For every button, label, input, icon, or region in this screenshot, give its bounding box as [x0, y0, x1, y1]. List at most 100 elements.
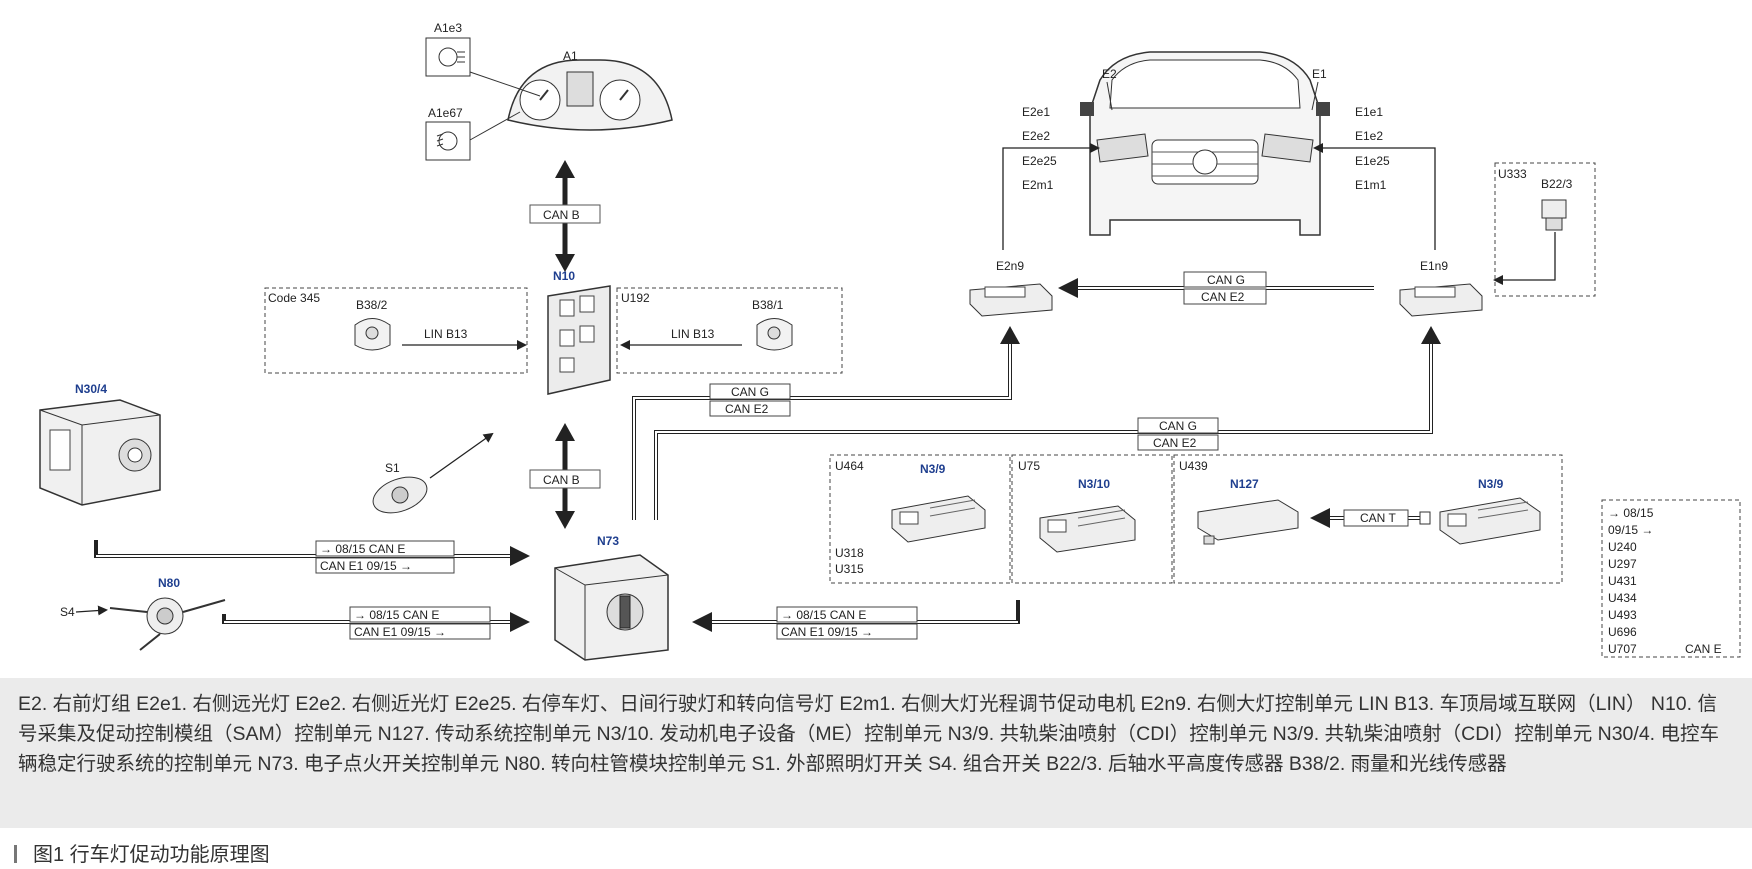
- can-e-bus-n80: [222, 606, 530, 640]
- variant-line-0: → 08/15: [1608, 506, 1654, 520]
- legend-panel: [0, 678, 1752, 828]
- label-n73: N73: [597, 534, 619, 548]
- bus-label-can-e2-top: CAN E2: [725, 402, 769, 416]
- u75-group: [1011, 454, 1173, 584]
- u192-group: [616, 287, 843, 374]
- variant-line-7: U696: [1608, 625, 1637, 639]
- bus-label-n30-top: → 08/15 CAN E: [320, 542, 405, 556]
- bus-label-can-g-mid: CAN G: [1207, 273, 1245, 287]
- u439-group: [1173, 454, 1563, 584]
- figure-caption: 图1 行车灯促动功能原理图: [14, 838, 270, 867]
- can-g-e2-bus-left-headlight: [654, 326, 1441, 520]
- label-n10: N10: [553, 269, 575, 283]
- label-e1m1: E1m1: [1355, 178, 1387, 192]
- ignition-switch-n73: [554, 554, 669, 661]
- car-front-view: [1080, 51, 1330, 236]
- variant-can-label: CAN E: [1685, 642, 1722, 656]
- can-t-connection: [1310, 508, 1431, 528]
- sensor-b38-1-icon: [756, 318, 793, 351]
- label-e1: E1: [1312, 67, 1327, 81]
- u333-group: [1494, 162, 1596, 297]
- cdi-control-unit-n3-9a: [891, 495, 986, 543]
- label-a1e3: A1e3: [434, 21, 462, 35]
- variant-line-4: U431: [1608, 574, 1637, 588]
- label-e1e1: E1e1: [1355, 105, 1383, 119]
- rain-light-sensor-b38-2-icon: [354, 318, 391, 351]
- can-e-bus-n30-4: [94, 540, 530, 574]
- engine-control-unit-n3-10: [1039, 505, 1136, 553]
- steering-column-module-n80: [109, 597, 226, 651]
- label-u192: U192: [621, 291, 650, 305]
- label-b22-3: B22/3: [1541, 177, 1573, 191]
- variant-line-3: U297: [1608, 557, 1637, 571]
- label-e1e25: E1e25: [1355, 154, 1390, 168]
- variant-line-8: U707: [1608, 642, 1637, 656]
- label-n3-9a: N3/9: [920, 462, 946, 476]
- bus-label-lin-left: LIN B13: [424, 327, 468, 341]
- label-e2e1: E2e1: [1022, 105, 1050, 119]
- label-n30-4: N30/4: [75, 382, 107, 396]
- label-e2: E2: [1102, 67, 1117, 81]
- bus-label-can-e2-low: CAN E2: [1153, 436, 1197, 450]
- can-g-e2-bus-between-headlights: [1058, 271, 1374, 305]
- left-headlight-unit-e1n9: [1399, 283, 1483, 317]
- bus-label-n80-bot: CAN E1 09/15 →: [354, 625, 446, 639]
- label-u439: U439: [1179, 459, 1208, 473]
- label-u464: U464: [835, 459, 864, 473]
- bus-label-ecu-bot: CAN E1 09/15 →: [781, 625, 873, 639]
- label-s1: S1: [385, 461, 400, 475]
- label-u315: U315: [835, 562, 864, 576]
- bus-label-can-e2-mid: CAN E2: [1201, 290, 1245, 304]
- label-code345: Code 345: [268, 291, 320, 305]
- bus-label-can-g-top: CAN G: [731, 385, 769, 399]
- cdi-control-unit-n3-9b: [1439, 497, 1541, 545]
- bus-label-can-b-top: CAN B: [543, 208, 580, 222]
- caption-bar: [14, 845, 17, 863]
- label-u318: U318: [835, 546, 864, 560]
- instrument-cluster-a1: [507, 59, 673, 131]
- right-headlight-unit-e2n9: [969, 283, 1053, 317]
- bus-label-ecu-top: → 08/15 CAN E: [781, 608, 866, 622]
- bus-label-n30-bot: CAN E1 09/15 →: [320, 559, 412, 573]
- bus-label-can-b-bottom: CAN B: [543, 473, 580, 487]
- label-s4: S4: [60, 605, 75, 619]
- bus-label-can-t: CAN T: [1360, 511, 1396, 525]
- circuit-diagram: A1 A1e3 A1e67 CAN B N10 Code 345 B38/2: [39, 21, 1741, 661]
- variant-line-6: U493: [1608, 608, 1637, 622]
- caption-text: 图1 行车灯促动功能原理图: [33, 844, 270, 866]
- indicator-a1e3-icon: [425, 37, 471, 77]
- label-b38-1: B38/1: [752, 298, 784, 312]
- label-n3-9b: N3/9: [1478, 477, 1504, 491]
- powertrain-control-unit-n127: [1197, 499, 1299, 545]
- sam-module-n10: [547, 285, 611, 395]
- label-u75: U75: [1018, 459, 1040, 473]
- bus-label-n80-top: → 08/15 CAN E: [354, 608, 439, 622]
- label-e2e2: E2e2: [1022, 129, 1050, 143]
- can-e-bus-ecus: [692, 600, 1020, 640]
- label-n127: N127: [1230, 477, 1259, 491]
- variant-legend-box: [1601, 499, 1741, 658]
- label-a1e67: A1e67: [428, 106, 463, 120]
- variant-line-2: U240: [1608, 540, 1637, 554]
- label-e2m1: E2m1: [1022, 178, 1054, 192]
- esp-control-unit-n30-4: [39, 399, 161, 506]
- label-a1: A1: [563, 49, 578, 63]
- label-e2e25: E2e25: [1022, 154, 1057, 168]
- label-e1n9: E1n9: [1420, 259, 1448, 273]
- variant-line-5: U434: [1608, 591, 1637, 605]
- label-n80: N80: [158, 576, 180, 590]
- bus-label-lin-right: LIN B13: [671, 327, 715, 341]
- legend-text: E2. 右前灯组 E2e1. 右侧远光灯 E2e2. 右侧近光灯 E2e25. …: [18, 693, 1720, 775]
- light-switch-s1-icon: [372, 476, 428, 514]
- label-n3-10: N3/10: [1078, 477, 1110, 491]
- label-u333: U333: [1498, 167, 1527, 181]
- can-g-e2-bus-right-headlight: [632, 326, 1020, 520]
- variant-line-1: 09/15 →: [1608, 523, 1653, 537]
- label-b38-2: B38/2: [356, 298, 388, 312]
- label-e2n9: E2n9: [996, 259, 1024, 273]
- indicator-a1e67-icon: [425, 121, 471, 161]
- can-b-bottom-connection: [529, 423, 601, 529]
- can-b-top-connection: [529, 160, 601, 272]
- code-345-group: [264, 287, 528, 374]
- level-sensor-b22-3-icon: [1541, 199, 1567, 231]
